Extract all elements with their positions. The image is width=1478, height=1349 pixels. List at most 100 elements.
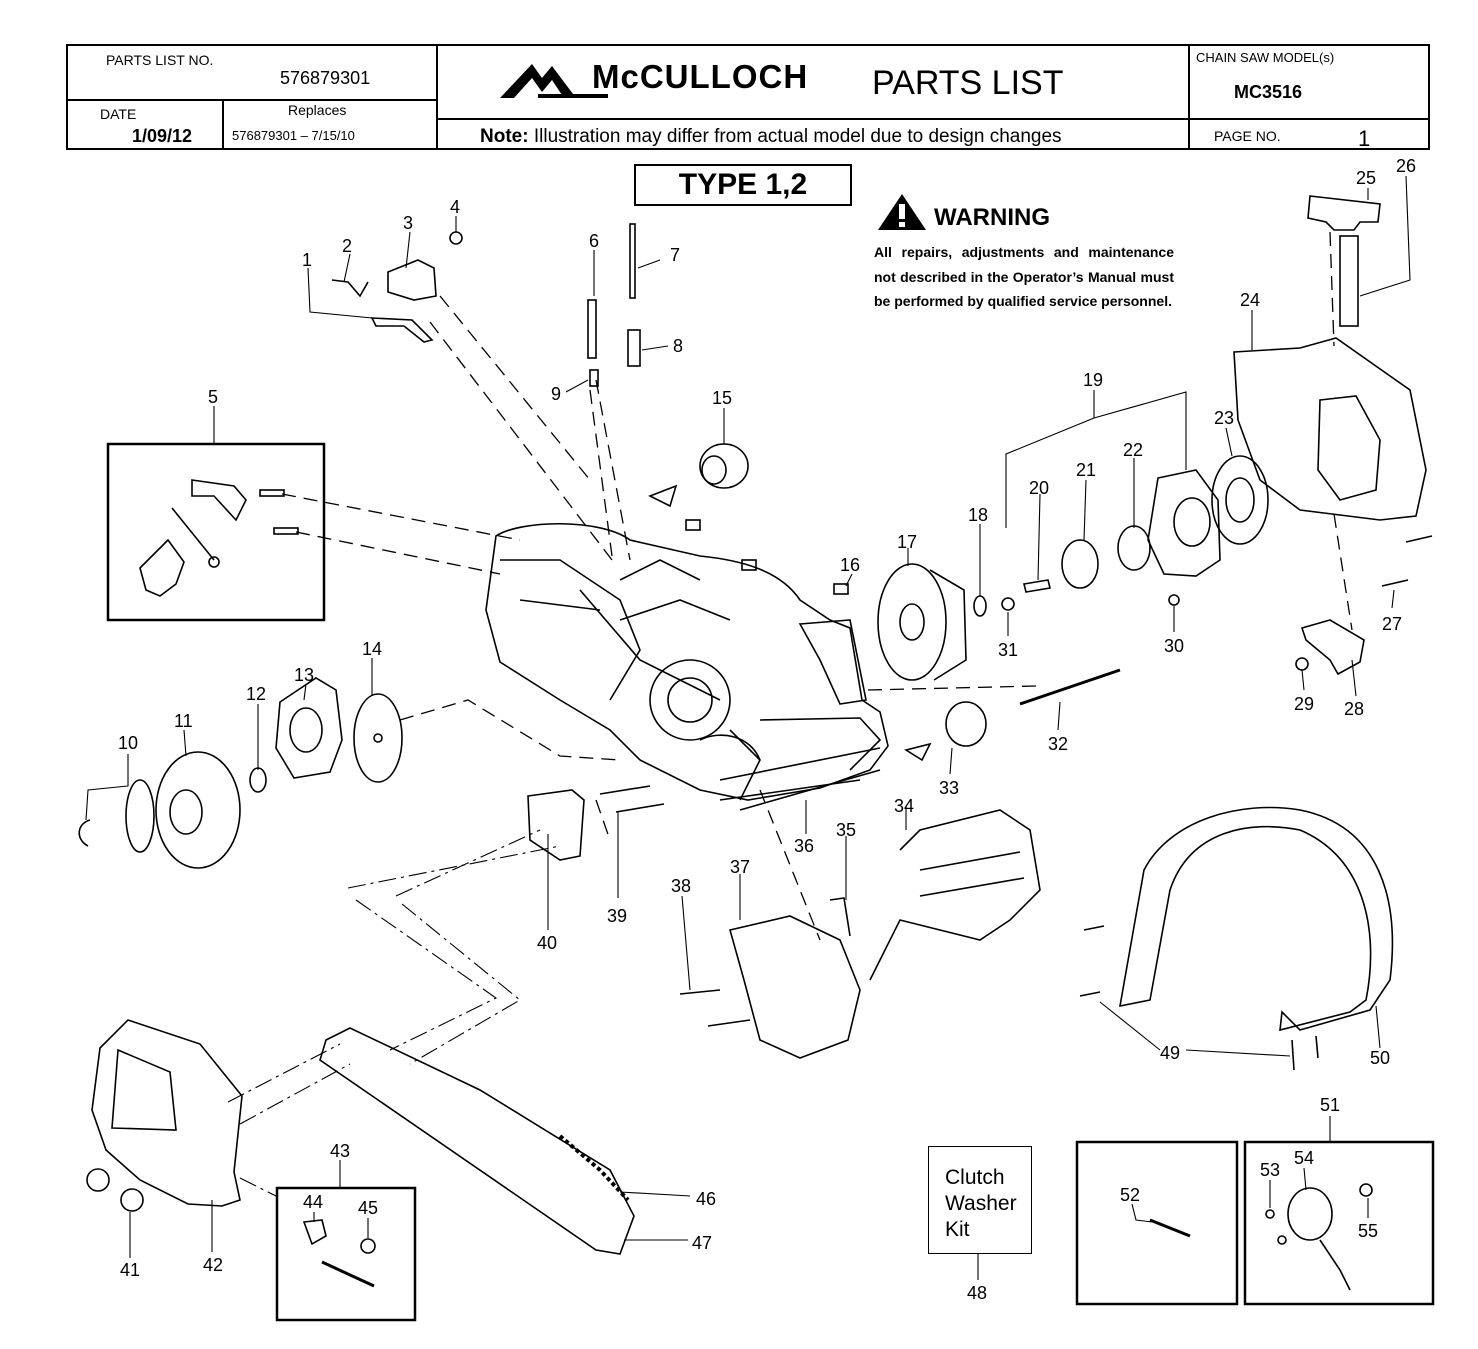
part-17 [877,563,947,681]
title-block: PARTS LIST NO. 576879301 DATE 1/09/12 Re… [66,44,1430,151]
callout-41: 41 [120,1260,141,1280]
callout-4: 4 [450,197,461,217]
part-11 [125,779,155,853]
part-44 [302,1219,327,1246]
part-38a [679,989,721,995]
callout-36: 36 [794,836,815,856]
callout-49: 49 [1160,1043,1181,1063]
type-box: TYPE 1,2 [634,164,852,206]
part-41a [86,1168,110,1192]
callout-3: 3 [403,213,414,233]
callout-35: 35 [836,820,857,840]
part-16a [685,519,701,531]
part-35 [829,897,851,937]
part-36 [719,779,861,801]
part-2 [331,279,369,298]
warning-title: WARNING [934,204,1050,231]
callout-34: 34 [894,796,915,816]
part-30 [1168,594,1180,606]
callout-43: 43 [330,1141,351,1161]
part-42 [91,1019,243,1207]
callout-27: 27 [1382,614,1403,634]
part-31 [1001,597,1015,611]
part-24 [1233,337,1427,521]
callout-7: 7 [670,245,681,265]
callout-54: 54 [1294,1148,1315,1168]
part-34 [869,809,1041,981]
part-5a [191,479,247,522]
callout-10: 10 [118,733,139,753]
callout-31: 31 [998,640,1019,660]
kit-line-3: Kit [945,1218,970,1241]
part-38b [707,1019,751,1027]
part-10 [78,819,91,847]
part-5b [139,538,185,597]
date-value: 1/09/12 [132,126,193,146]
part-51-box [1243,1140,1435,1306]
part-33 [945,701,987,747]
engine-housing [485,522,889,811]
part-29 [1295,657,1309,671]
part-5-box [106,442,326,622]
note: Note: Illustration may differ from actua… [480,126,1062,148]
part-45 [360,1238,376,1254]
model-label: CHAIN SAW MODEL(s) [1196,50,1335,65]
callout-13: 13 [294,665,315,685]
part-28 [1300,619,1365,676]
part-50 [1119,806,1394,1032]
part-41b [120,1188,144,1212]
part-8 [627,329,641,367]
callout-55: 55 [1358,1221,1379,1241]
part-39a [599,785,651,795]
callout-44: 44 [303,1192,324,1212]
parts-list-title: PARTS LIST [872,64,1064,102]
part-26 [1339,235,1359,327]
callout-30: 30 [1164,636,1185,656]
part-16b [741,559,757,571]
part-49b [1079,991,1101,997]
clutch-washer-kit-box: Clutch Washer Kit [928,1146,1032,1254]
part-46-chain [558,1134,630,1202]
callout-11: 11 [174,711,193,731]
callout-6: 6 [589,231,600,251]
callout-51: 51 [1320,1095,1341,1115]
warning-icon [878,194,926,230]
page-label: PAGE NO. [1214,128,1281,144]
note-label: Note: [480,126,529,147]
mcculloch-logo-icon [500,64,608,98]
note-text: Illustration may differ from actual mode… [533,126,1062,147]
part-25 [1307,195,1381,231]
date-label: DATE [100,106,137,122]
parts-list-no-label: PARTS LIST NO. [106,52,214,68]
callout-21: 21 [1076,460,1097,480]
part-53a [1265,1209,1275,1219]
callout-8: 8 [673,336,684,356]
part-49c [1291,1039,1295,1071]
callout-47: 47 [692,1233,713,1253]
page-number: 1 [1358,126,1371,151]
part-53b [1277,1235,1287,1245]
callout-20: 20 [1029,478,1050,498]
part-52 [1149,1218,1191,1238]
part-49d [1315,1035,1319,1059]
callout-29: 29 [1294,694,1315,714]
part-3 [387,259,437,301]
part-4 [449,231,463,245]
callout-45: 45 [358,1198,379,1218]
part-14 [353,693,403,783]
callout-9: 9 [551,384,562,404]
callout-26: 26 [1396,156,1417,176]
part-20 [1023,579,1051,593]
part-27b [1381,579,1409,587]
kit-line-2: Washer [945,1192,1017,1215]
part-23 [1211,455,1269,545]
part-16c [833,583,849,595]
part-40 [527,789,585,861]
part-22 [1117,525,1151,571]
callout-48: 48 [967,1283,988,1303]
part-19-pulley [1147,469,1221,577]
part-47-bar [319,1027,635,1255]
part-18 [973,595,987,617]
callout-40: 40 [537,933,558,953]
